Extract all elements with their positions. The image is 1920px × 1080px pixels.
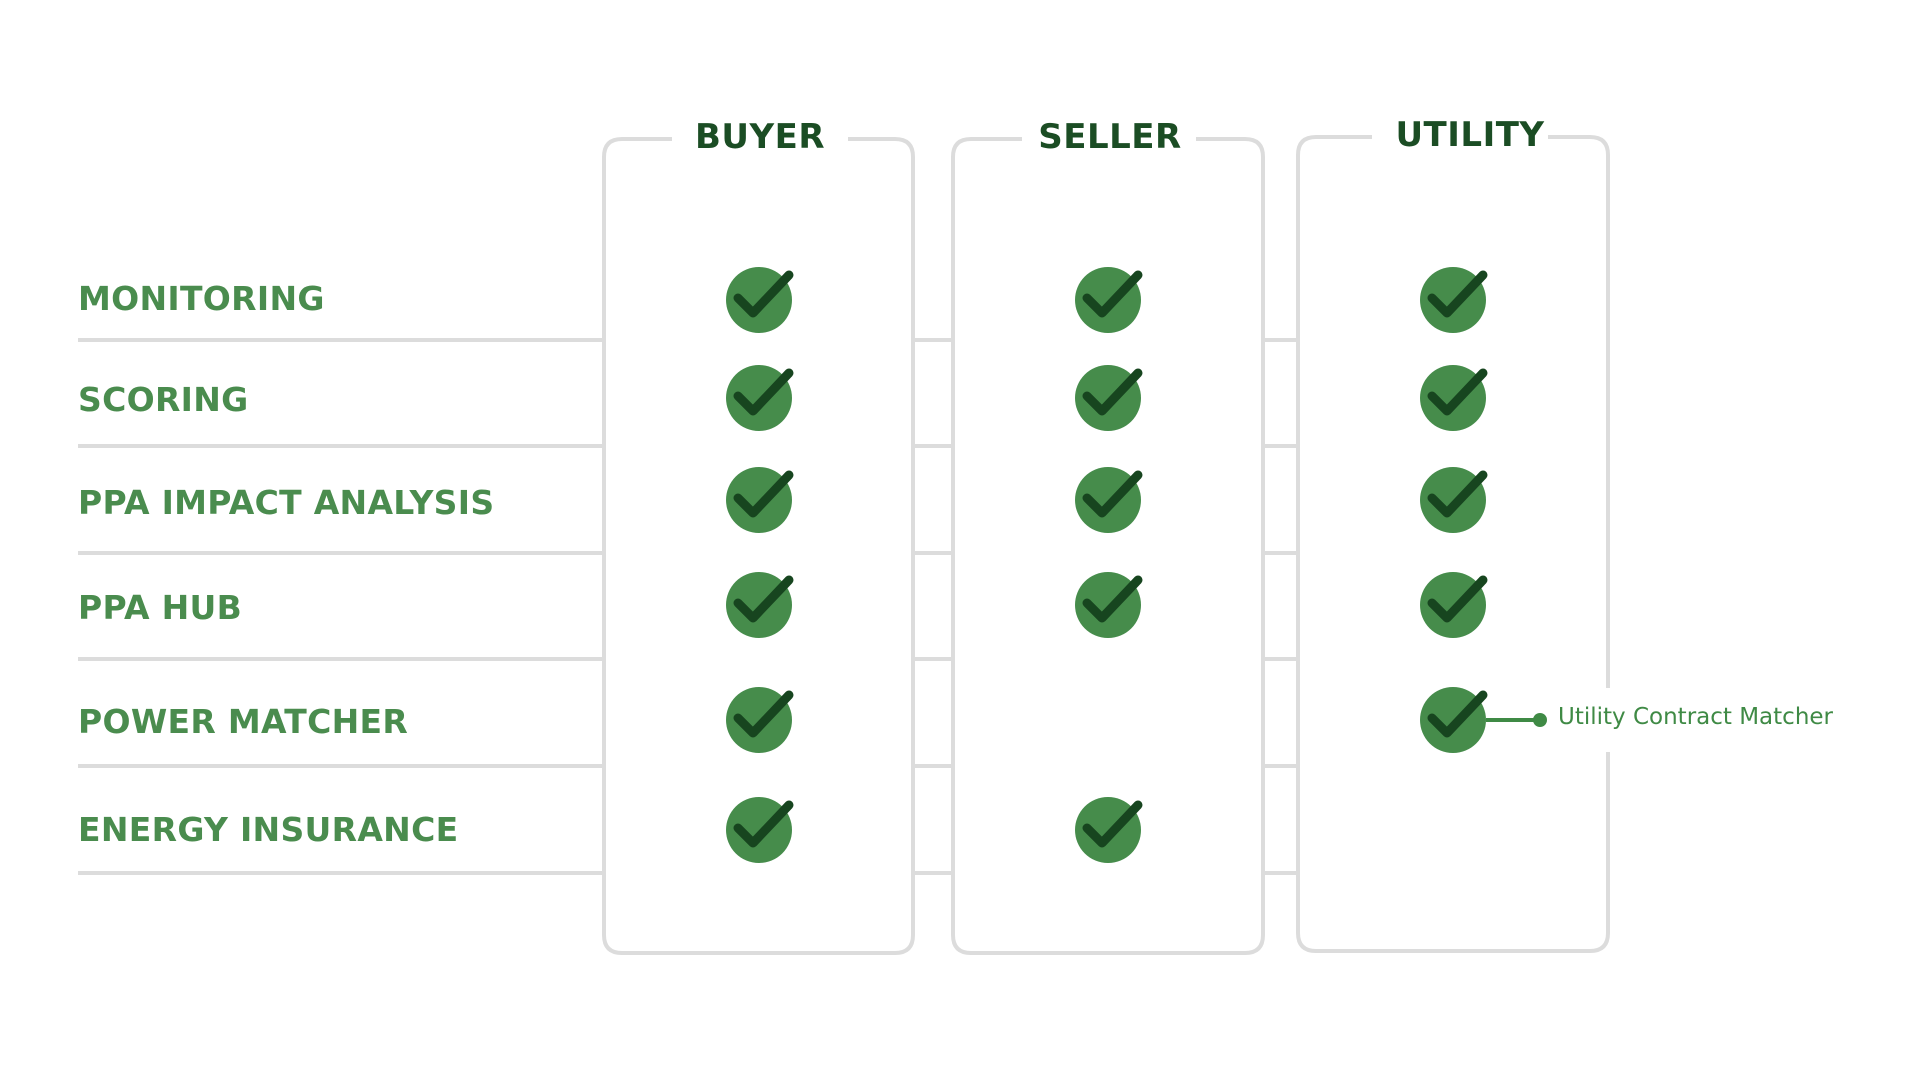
check-circle-icon [726, 572, 794, 638]
check-circle-icon [1420, 467, 1488, 533]
check-circle-icon [726, 687, 794, 753]
row-label-energy-insurance: ENERGY INSURANCE [78, 810, 459, 849]
check-circle-icon [726, 467, 794, 533]
row-label-scoring: SCORING [78, 380, 249, 419]
check-circle-icon [1075, 267, 1143, 333]
column-title-buyer: BUYER [694, 117, 826, 157]
check-circle-icon [726, 365, 794, 431]
check-circle-icon [726, 267, 794, 333]
annotation-connector-dot [1533, 713, 1547, 727]
column-box-buyer [602, 137, 915, 955]
column-title-utility: UTILITY [1395, 115, 1545, 155]
check-circle-icon [1420, 572, 1488, 638]
column-box-utility [1296, 135, 1610, 953]
annotation-gap-mask [1602, 688, 1614, 752]
check-circle-icon [1420, 267, 1488, 333]
annotation-utility-contract-matcher: Utility Contract Matcher [1558, 704, 1834, 730]
check-circle-icon [1420, 687, 1488, 753]
check-circle-icon [1420, 365, 1488, 431]
column-box-seller [951, 137, 1265, 955]
row-label-ppa-hub: PPA HUB [78, 588, 243, 627]
check-circle-icon [726, 797, 794, 863]
check-circle-icon [1075, 572, 1143, 638]
check-circle-icon [1075, 797, 1143, 863]
column-title-seller: SELLER [1038, 117, 1182, 157]
row-label-ppa-impact-analysis: PPA IMPACT ANALYSIS [78, 483, 495, 522]
check-circle-icon [1075, 365, 1143, 431]
check-circle-icon [1075, 467, 1143, 533]
row-label-monitoring: MONITORING [78, 279, 325, 318]
row-label-power-matcher: POWER MATCHER [78, 702, 409, 741]
